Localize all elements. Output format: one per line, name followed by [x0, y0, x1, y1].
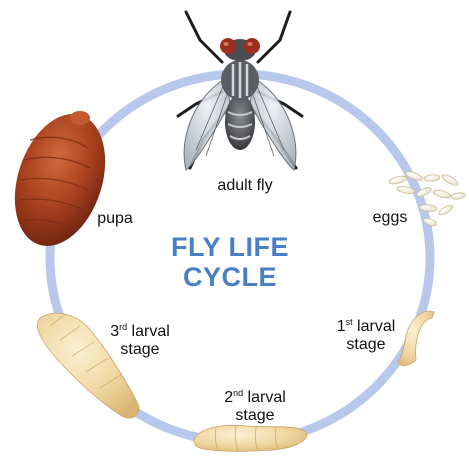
- diagram-title-line-1: FLY LIFE: [120, 232, 340, 262]
- adult-fly-image: [178, 12, 302, 170]
- label-eggs: eggs: [355, 209, 425, 227]
- label-second-larval-stage: 2nd larval stage: [195, 384, 315, 425]
- label-second-suffix: nd: [233, 388, 243, 398]
- second-larval-stage-image: [194, 425, 307, 451]
- label-first-line-2: stage: [306, 336, 426, 354]
- label-third-ordinal: 3: [110, 323, 119, 340]
- label-first-rest: larval: [353, 318, 396, 335]
- label-first-suffix: st: [346, 317, 353, 327]
- label-third-rest: larval: [127, 323, 170, 340]
- label-second-line-2: stage: [195, 407, 315, 425]
- label-second-ordinal: 2: [224, 389, 233, 406]
- label-third-suffix: rd: [119, 322, 127, 332]
- label-pupa: pupa: [80, 210, 150, 228]
- label-first-ordinal: 1: [337, 318, 346, 335]
- label-second-rest: larval: [243, 389, 286, 406]
- diagram-title: FLY LIFE CYCLE: [120, 232, 340, 292]
- diagram-title-line-2: CYCLE: [120, 262, 340, 292]
- label-third-larval-stage: 3rd larval stage: [80, 318, 200, 359]
- label-first-larval-stage: 1st larval stage: [306, 313, 426, 354]
- label-adult-fly: adult fly: [190, 177, 300, 195]
- label-third-line-2: stage: [80, 341, 200, 359]
